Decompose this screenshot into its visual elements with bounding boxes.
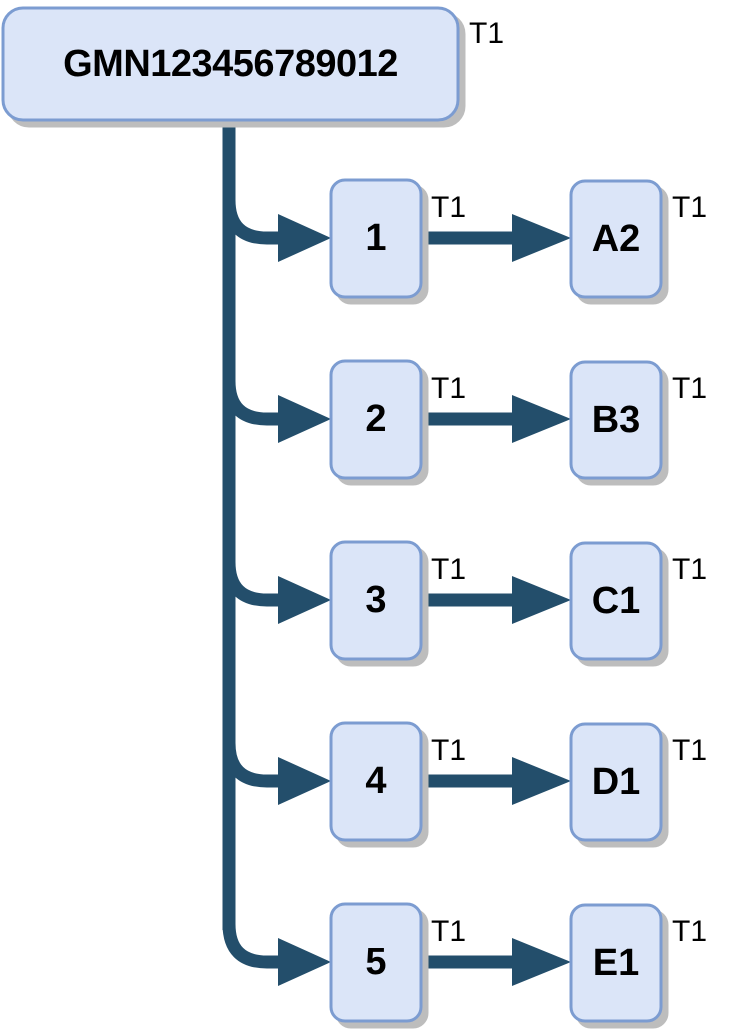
arrowhead-group [278, 214, 571, 986]
arrowhead-branch-5 [278, 938, 331, 986]
arrowhead-branch-1 [278, 214, 331, 262]
arrowhead-leaf-3 [512, 576, 571, 624]
arrowhead-branch-3 [278, 576, 331, 624]
leaf-node-box-5[interactable] [569, 903, 663, 1023]
arrowhead-branch-2 [278, 395, 331, 443]
branch-connector-4 [222, 742, 278, 788]
branch-connector-1 [222, 199, 278, 245]
arrowhead-leaf-4 [512, 757, 571, 805]
node-box-group[interactable] [1, 6, 663, 1023]
root-node-box[interactable] [1, 6, 460, 122]
branch-connector-5 [222, 923, 278, 969]
mid-node-box-3[interactable] [329, 540, 423, 661]
branch-connector-2 [222, 380, 278, 426]
mid-node-box-4[interactable] [329, 721, 423, 842]
arrowhead-leaf-1 [512, 214, 571, 262]
arrowhead-branch-4 [278, 757, 331, 805]
leaf-node-box-1[interactable] [569, 179, 663, 299]
mid-node-box-1[interactable] [329, 178, 423, 299]
leaf-node-box-2[interactable] [569, 360, 663, 480]
arrowhead-leaf-5 [512, 938, 571, 986]
leaf-node-box-3[interactable] [569, 541, 663, 661]
connector-group [222, 120, 512, 969]
arrowhead-leaf-2 [512, 395, 571, 443]
branch-connector-3 [222, 561, 278, 607]
mid-node-box-2[interactable] [329, 359, 423, 480]
mid-node-box-5[interactable] [329, 902, 423, 1023]
leaf-node-box-4[interactable] [569, 722, 663, 842]
